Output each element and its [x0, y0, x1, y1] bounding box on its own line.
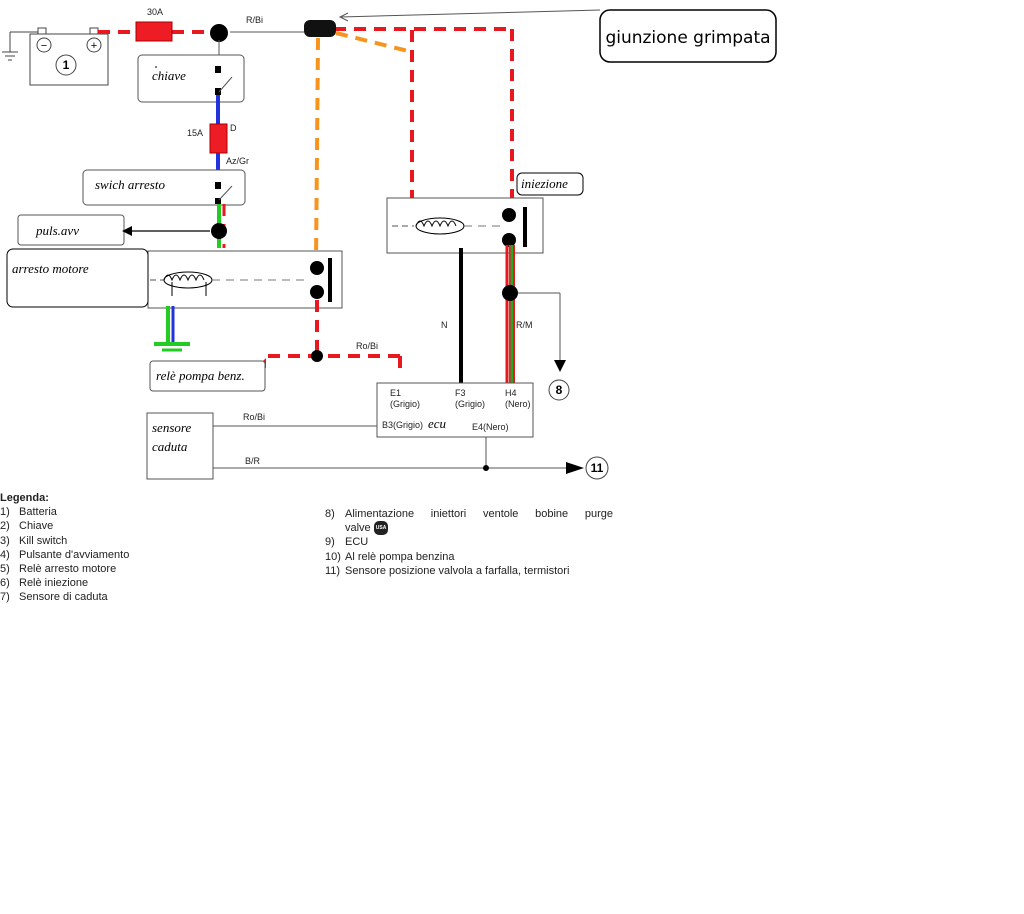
legend-num: 7)	[0, 591, 10, 604]
legend-item: 6) Relè iniezione	[0, 576, 129, 590]
legend-num: 2)	[0, 520, 10, 533]
stop-relay-ground	[154, 306, 190, 352]
injection-relay-label: iniezione	[521, 176, 568, 191]
marker-8-label: 8	[556, 383, 563, 397]
legend-text: Chiave	[19, 520, 54, 533]
battery-plus: +	[91, 40, 97, 52]
kill-switch-label: swich arresto	[95, 177, 165, 192]
stop-relay-label: arresto motore	[12, 261, 89, 276]
key-label: chiave	[152, 68, 186, 83]
legend-item: 9) ECU	[325, 535, 615, 549]
fall-sensor-label-1: sensore	[152, 420, 191, 435]
legend-num: 10)	[325, 550, 341, 563]
legend-num: 4)	[0, 548, 10, 561]
legend-item: 1) Batteria	[0, 505, 129, 519]
ecu-pin-e1-sub: (Grigio)	[390, 399, 420, 409]
marker-11-label: 11	[591, 461, 604, 475]
ecu-pin-f3-sub: (Grigio)	[455, 399, 485, 409]
start-button: puls.avv	[17, 214, 210, 246]
legend-num: 9)	[325, 536, 335, 549]
legend-item: 2) Chiave	[0, 519, 129, 533]
legend-item: 7) Sensore di caduta	[0, 590, 129, 604]
legend-num: 5)	[0, 562, 10, 575]
fuse-30a: 30A	[135, 7, 173, 42]
fuse-15a: 15A D Az/Gr	[187, 123, 249, 166]
legend-item: 5) Relè arresto motore	[0, 562, 129, 576]
red-wire-injection-coil	[403, 30, 421, 215]
ecu-pin-b3: B3(Grigio)	[382, 420, 423, 430]
legend-text: Sensore di caduta	[19, 591, 108, 604]
fuse-30a-label: 30A	[147, 7, 163, 17]
wire-r-m: R/M	[502, 245, 566, 383]
junction-start	[211, 223, 227, 239]
key-switch: chiave	[137, 40, 245, 103]
ecu-label: ecu	[428, 416, 447, 431]
legend-item: 11) Sensore posizione valvola a farfalla,…	[325, 564, 615, 578]
legend-item: 10) Al relè pompa benzina	[325, 550, 615, 564]
callout-label: giunzione grimpata	[605, 28, 770, 48]
battery: − + 1	[2, 27, 109, 86]
start-button-label: puls.avv	[35, 223, 79, 238]
ecu-pin-h4-sub: (Nero)	[505, 399, 531, 409]
fall-sensor-label-2: caduta	[152, 439, 188, 454]
legend-num: 3)	[0, 534, 10, 547]
legend-item: 4) Pulsante d'avviamento	[0, 548, 129, 562]
junction-key	[210, 24, 228, 42]
legend-num: 6)	[0, 577, 10, 590]
legend-text: Kill switch	[19, 534, 68, 547]
wire-label-r-m: R/M	[516, 320, 533, 330]
injection-relay: iniezione	[386, 172, 584, 254]
red-wire-pump: Ro/Bi	[258, 300, 402, 368]
wire-label-ro-bi-top: Ro/Bi	[356, 341, 378, 351]
fuse-15a-label: 15A	[187, 128, 203, 138]
legend-item: 3) Kill switch	[0, 534, 129, 548]
ecu: E1 (Grigio) F3 (Grigio) H4 (Nero) B3(Gri…	[376, 382, 534, 438]
wire-label-b-r: B/R	[245, 456, 261, 466]
battery-marker: 1	[63, 58, 70, 72]
legend-text: Sensore posizione valvola a farfalla, te…	[345, 564, 570, 577]
ecu-pin-e1: E1	[390, 388, 401, 398]
ecu-pin-e4: E4(Nero)	[472, 422, 509, 432]
pump-relay-label: relè pompa benz.	[156, 368, 245, 383]
legend-left: Legenda: 1) Batteria 2) Chiave 3) Kill swit…	[0, 491, 129, 605]
orange-wires	[314, 31, 413, 263]
legend-num: 8)	[325, 508, 335, 520]
wire-label-az-gr: Az/Gr	[226, 156, 249, 166]
ecu-pin-h4: H4	[505, 388, 517, 398]
legend-text: Relè iniezione	[19, 577, 89, 590]
legend-text: Al relè pompa benzina	[345, 550, 455, 563]
legend-item-cont: valve USA	[325, 521, 615, 536]
legend-text: Relè arresto motore	[19, 562, 117, 575]
pump-relay: relè pompa benz.	[149, 360, 266, 392]
engine-stop-relay: arresto motore	[6, 248, 343, 309]
legend-num: 1)	[0, 506, 10, 519]
legend-text: Batteria	[19, 506, 57, 519]
kill-switch: swich arresto	[82, 169, 246, 206]
wire-label-ro-bi-sensor: Ro/Bi	[243, 412, 265, 422]
usa-badge-icon: USA	[373, 521, 389, 536]
legend-item: 8) Alimentazione iniettori ventole bobine…	[325, 507, 615, 521]
fall-sensor: sensore caduta Ro/Bi B/R	[146, 412, 584, 480]
battery-minus: −	[41, 40, 47, 52]
legend-text: Alimentazione iniettori ventole bobine p…	[345, 508, 613, 520]
legend-text: valve	[345, 522, 371, 535]
main-power-wire	[98, 27, 514, 200]
marker-11: 11	[585, 456, 609, 480]
wire-label-r-bi: R/Bi	[246, 15, 263, 25]
legend-text: Pulsante d'avviamento	[19, 548, 130, 561]
wire-label-d: D	[230, 123, 237, 133]
ecu-pin-f3: F3	[455, 388, 466, 398]
legend-num: 11)	[325, 564, 341, 577]
crimp-junction	[304, 20, 336, 37]
legend-title: Legenda:	[0, 492, 49, 504]
legend-text: ECU	[345, 536, 369, 549]
marker-8: 8	[548, 379, 570, 401]
legend-right: 8) Alimentazione iniettori ventole bobine…	[325, 507, 615, 578]
callout-crimp-junction: giunzione grimpata	[338, 9, 777, 63]
wire-label-n: N	[441, 320, 448, 330]
